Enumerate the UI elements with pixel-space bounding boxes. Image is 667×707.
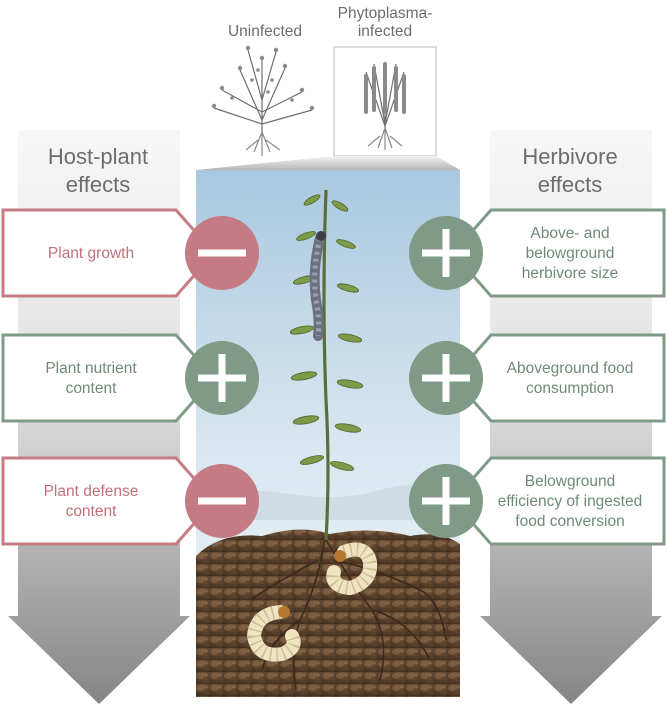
right-effect-box-1 xyxy=(450,333,666,423)
left-effect-box-1 xyxy=(1,333,217,423)
herbivore-header-line1: Herbivore xyxy=(522,144,617,169)
left-effect-text-1-0: Plant nutrient xyxy=(45,360,137,377)
left-effect-box-2 xyxy=(1,456,217,546)
host-plant-header-line2: effects xyxy=(66,172,130,197)
plant-stem xyxy=(322,189,330,541)
left-sign-bar-h-0 xyxy=(198,249,246,257)
right-sign-bar-v-1 xyxy=(442,354,450,402)
right-effect-text-1-0: Aboveground food xyxy=(507,360,634,377)
right-effect-text-0-1: belowground xyxy=(526,245,615,262)
left-sign-bar-h-2 xyxy=(198,497,246,505)
uninfected-label: Uninfected xyxy=(228,23,302,40)
grub-icon-lower xyxy=(246,605,301,662)
left-sign-bar-v-1 xyxy=(218,354,226,402)
left-effect-text-0-0: Plant growth xyxy=(48,245,134,262)
infected-label-line2: infected xyxy=(358,23,412,40)
right-sign-bar-v-2 xyxy=(442,477,450,525)
grub-icon-upper xyxy=(326,542,378,596)
right-effect-text-2-2: food conversion xyxy=(515,513,624,530)
right-effect-text-1-1: consumption xyxy=(526,380,614,397)
soil xyxy=(196,529,460,697)
host-plant-header-line1: Host-plant xyxy=(48,144,148,169)
right-sign-bar-v-0 xyxy=(442,229,450,277)
right-effect-text-2-1: efficiency of ingested xyxy=(498,493,642,510)
zoom-cone xyxy=(196,156,460,170)
plant-leaves xyxy=(289,194,364,471)
left-effect-text-1-1: content xyxy=(66,380,118,397)
infected-plant-icon xyxy=(364,62,406,150)
right-effect-text-0-0: Above- and xyxy=(530,225,609,242)
infected-label-line1: Phytoplasma- xyxy=(338,5,433,22)
right-effect-text-2-0: Belowground xyxy=(525,473,615,490)
uninfected-plant-icon xyxy=(211,45,315,156)
caterpillar-icon xyxy=(309,231,326,341)
herbivore-header-line2: effects xyxy=(538,172,602,197)
left-effect-text-2-1: content xyxy=(66,503,118,520)
left-effect-text-2-0: Plant defense xyxy=(44,483,139,500)
right-effect-text-0-2: herbivore size xyxy=(522,265,619,282)
